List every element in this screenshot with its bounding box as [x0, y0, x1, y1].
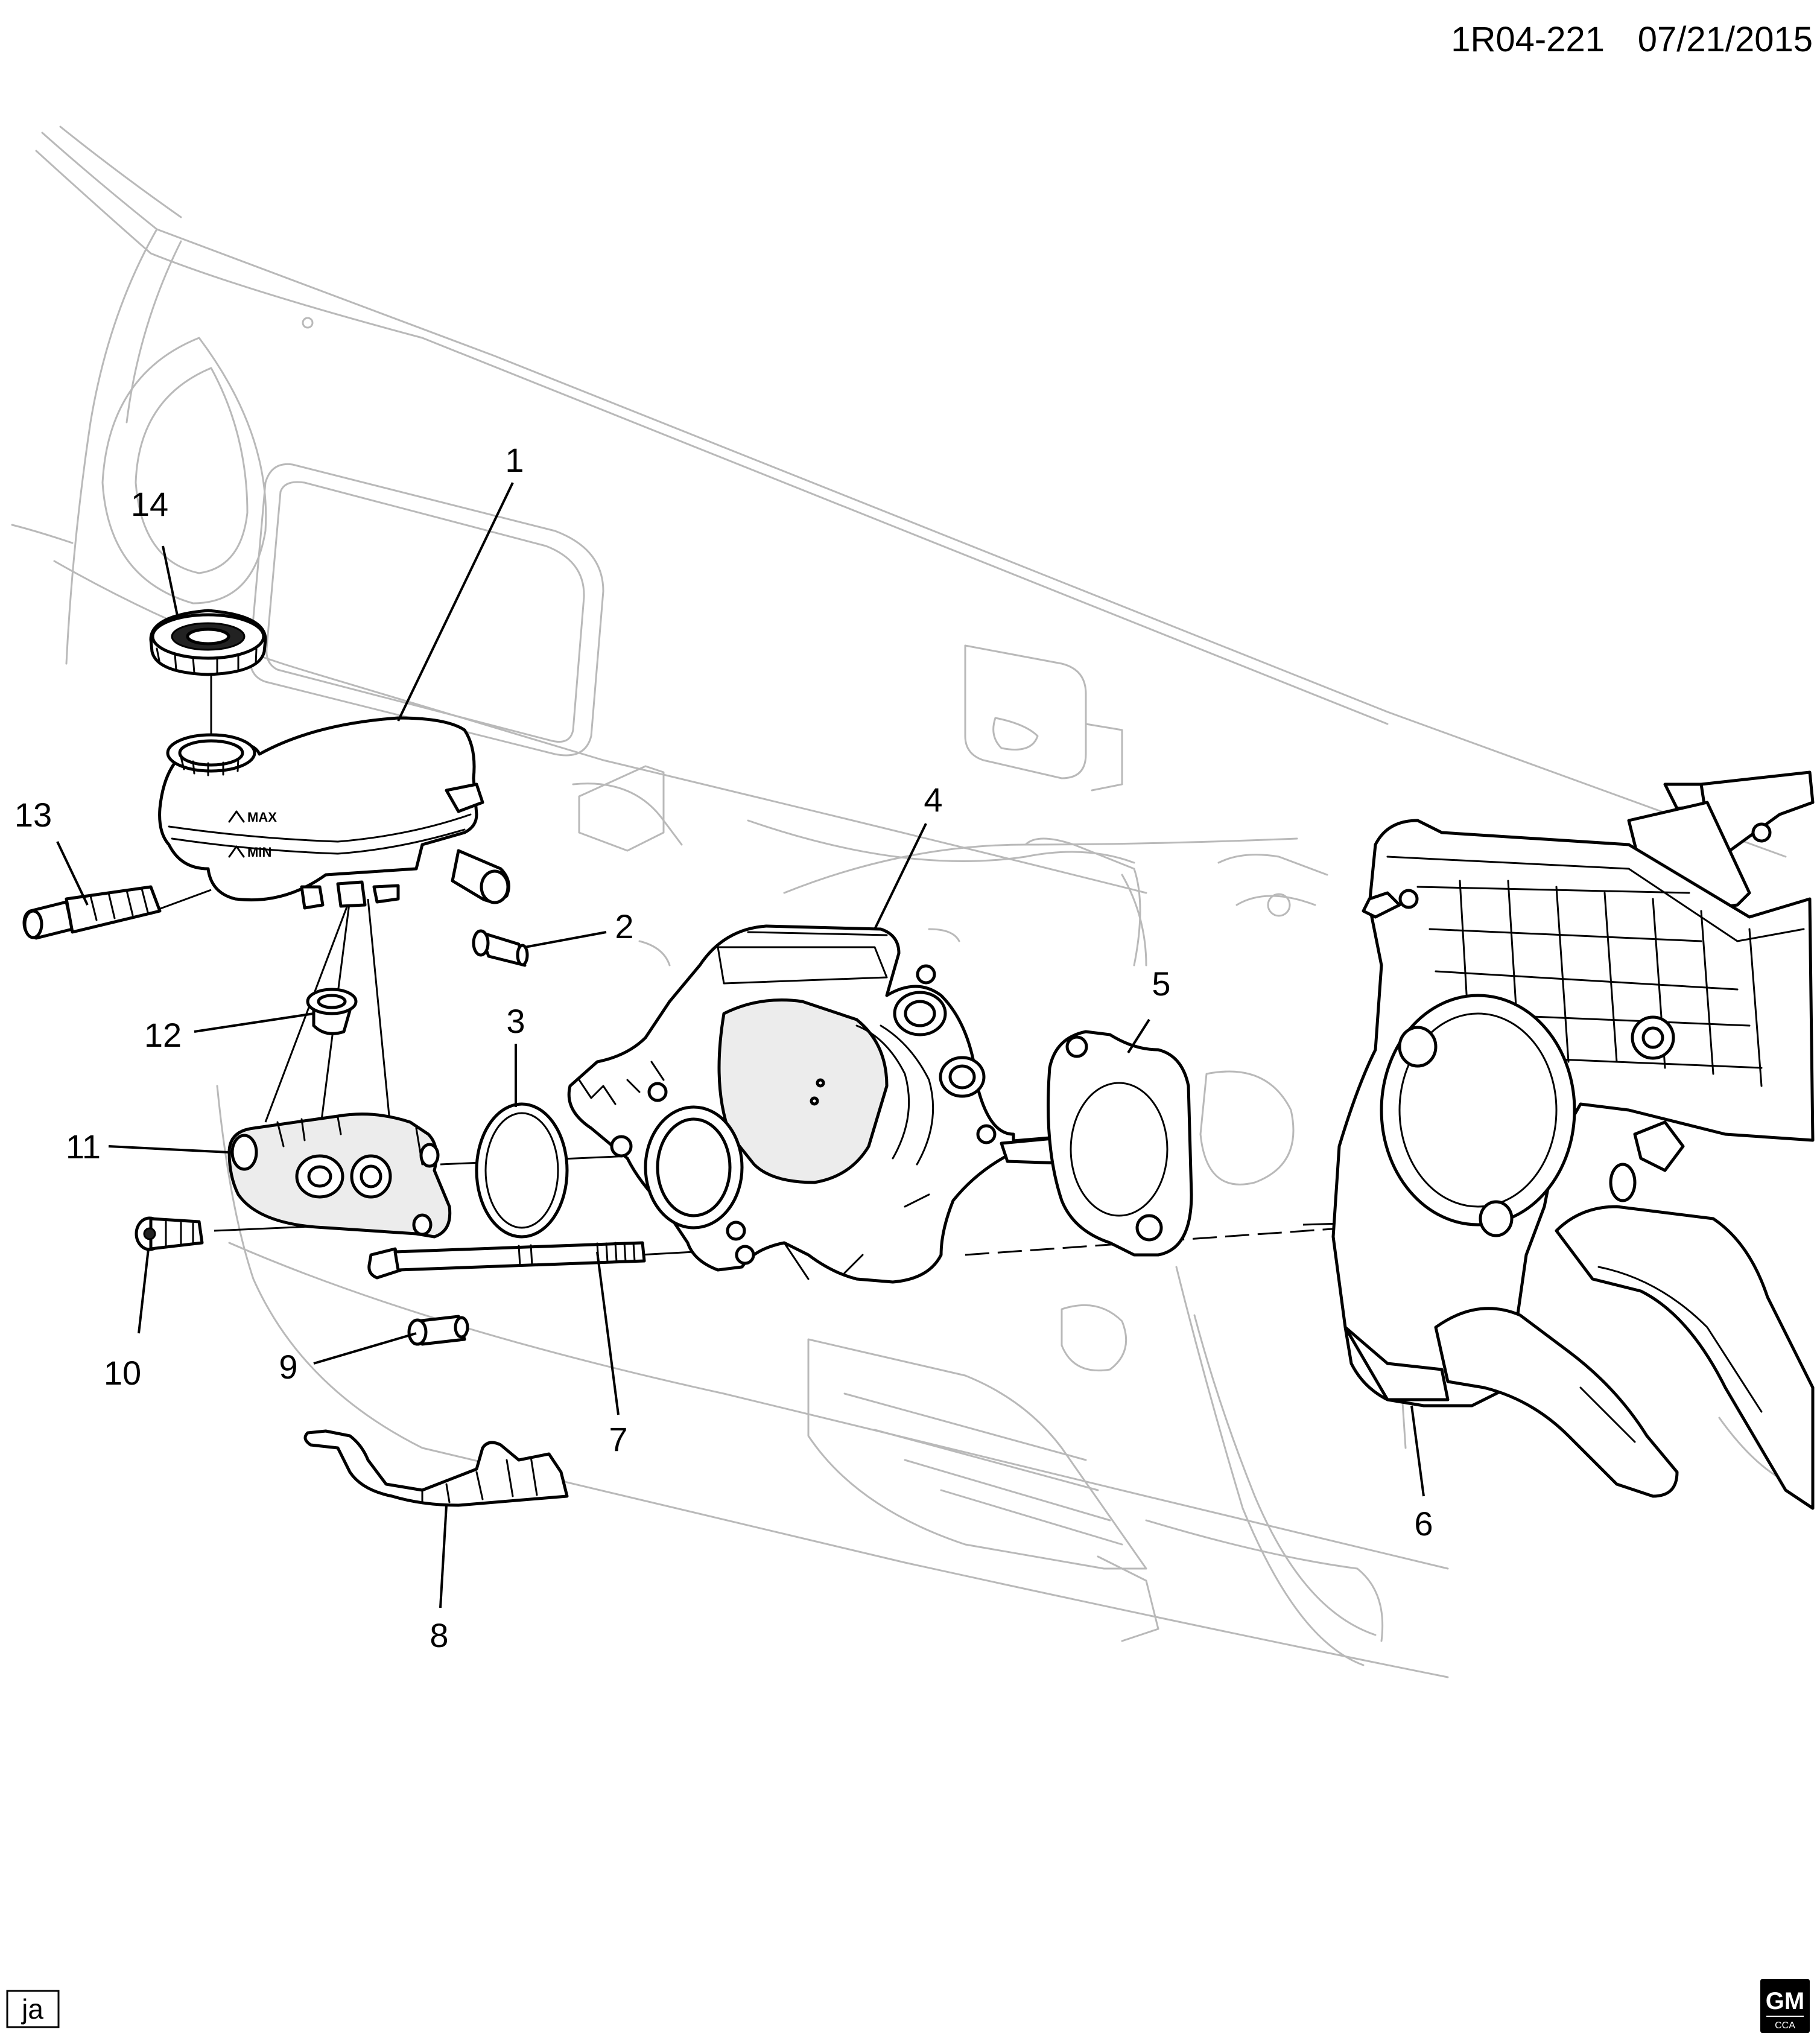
callout-5: 5 [1152, 965, 1170, 1003]
logo-sub: CCA [1775, 2020, 1795, 2031]
part-12-grommet [306, 988, 358, 1035]
author-code: ja [21, 1993, 43, 2025]
part-9-nut [407, 1315, 469, 1346]
part-5-booster-gasket [1047, 1030, 1193, 1257]
logo-brand: GM [1766, 1988, 1804, 2014]
part-8-bracket [303, 1429, 569, 1507]
callout-14: 14 [131, 485, 168, 523]
callout-10: 10 [104, 1354, 141, 1392]
part-10-bolt [135, 1216, 204, 1251]
reservoir-min-label: MIN [247, 845, 271, 860]
callout-12: 12 [144, 1016, 182, 1054]
callout-numbers: 1 2 3 4 5 6 7 8 9 10 11 12 13 14 [14, 441, 1433, 1654]
callout-6: 6 [1414, 1505, 1433, 1543]
part-4-brake-booster-module [567, 924, 1115, 1284]
part-1-brake-fluid-reservoir: MAX MIN [158, 716, 510, 910]
callout-2: 2 [615, 907, 633, 945]
part-6-brake-pedal-assembly [1331, 770, 1815, 1510]
diagram-header: 1R04-221 07/21/2015 [1451, 20, 1813, 59]
part-11-master-cylinder [227, 1112, 452, 1239]
part-7-stud-bolt [367, 1241, 646, 1280]
part-13-fluid-level-sensor [22, 885, 162, 940]
part-14-reservoir-cap [149, 609, 267, 676]
part-3-o-ring-seal [475, 1102, 569, 1239]
part-2-retaining-pin [472, 929, 529, 967]
leader-lines [56, 482, 1425, 1608]
reservoir-max-label: MAX [247, 810, 277, 825]
callout-11: 11 [66, 1128, 101, 1166]
diagram-id: 1R04-221 [1451, 20, 1605, 59]
callout-4: 4 [924, 781, 942, 819]
callout-13: 13 [14, 796, 52, 834]
callout-7: 7 [609, 1420, 627, 1458]
callout-3: 3 [506, 1002, 525, 1040]
diagram-footer: ja GM CCA [6, 1979, 1810, 2033]
gm-logo-icon: GM CCA [1760, 1979, 1810, 2033]
callout-8: 8 [430, 1616, 448, 1654]
author-code-box [6, 1990, 60, 2028]
callout-1: 1 [505, 441, 524, 479]
diagram-date: 07/21/2015 [1638, 20, 1813, 59]
callout-9: 9 [279, 1348, 297, 1386]
